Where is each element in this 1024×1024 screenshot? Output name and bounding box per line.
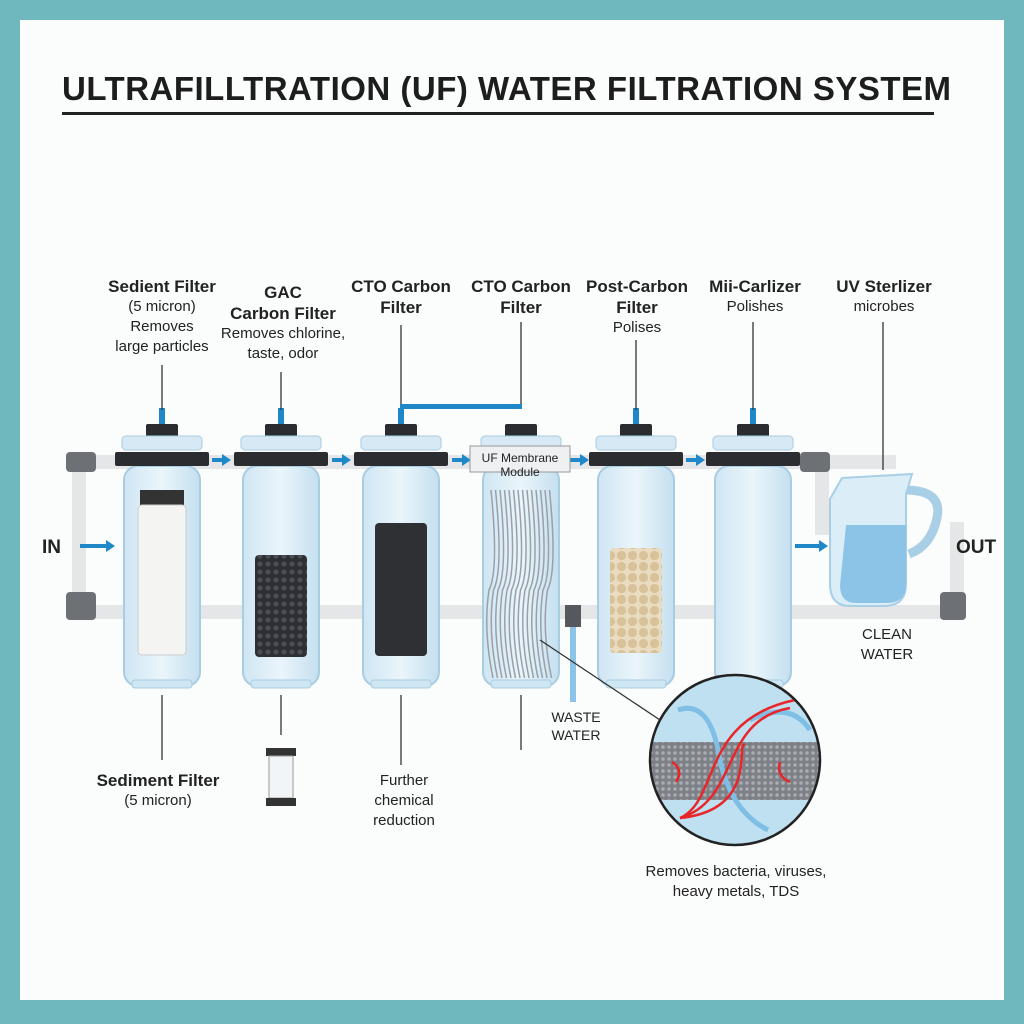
- label-clean-water: CLEAN WATER: [861, 625, 914, 665]
- label-sediment-filter: Sedient Filter (5 micron) Removes large …: [108, 276, 216, 357]
- stage-name: Filter: [616, 298, 658, 317]
- stage-desc: (5 micron): [124, 792, 192, 809]
- stage-name: UV Sterlizer: [836, 277, 932, 296]
- stage-desc: Polishes: [726, 298, 784, 315]
- label-sediment-bottom: Sediment Filter (5 micron): [97, 770, 220, 811]
- stage-name: Post-Carbon: [586, 277, 688, 296]
- uf-module-label-line: Module: [500, 465, 540, 479]
- stage-name: Filter: [380, 298, 422, 317]
- spare-cartridge-icon: [266, 748, 296, 806]
- note-line: chemical: [374, 792, 434, 809]
- stage-name: Sedient Filter: [108, 277, 216, 296]
- stage-desc: microbes: [853, 298, 915, 315]
- label-removes: Removes bacteria, viruses, heavy metals,…: [646, 862, 827, 902]
- note-line: reduction: [373, 812, 435, 829]
- title-underline: [62, 112, 934, 115]
- note-line: Removes bacteria, viruses,: [645, 863, 827, 880]
- stage-desc: Removes: [130, 318, 194, 335]
- stage-name: Mii-Carlizer: [709, 277, 801, 296]
- stage-desc: Removes chlorine,: [220, 325, 346, 342]
- note-line: heavy metals, TDS: [672, 883, 800, 900]
- label-waste-water: WASTE WATER: [551, 708, 600, 744]
- filter-housing-sediment: [115, 408, 209, 689]
- flow-arrows: [80, 454, 828, 552]
- membrane-magnifier: [648, 673, 822, 847]
- stage-name: Carbon Filter: [230, 304, 336, 323]
- stage-name: Sediment Filter: [96, 771, 220, 790]
- label-cto-filter-1: CTO Carbon Filter: [351, 276, 451, 318]
- filter-housing-post-carbon: [589, 408, 683, 689]
- filter-housing-cto-1: [354, 408, 448, 689]
- stage-desc: Polises: [612, 319, 662, 336]
- filter-housing-mineralizer: [706, 408, 800, 689]
- uf-module-label-line: UF Membrane: [481, 451, 559, 465]
- label-cto-filter-2: CTO Carbon Filter: [471, 276, 571, 318]
- label-uv-sterilizer: UV Sterlizer microbes: [836, 276, 931, 317]
- label-further-reduction: Further chemical reduction: [373, 771, 435, 831]
- stage-name: GAC: [264, 283, 302, 302]
- label-gac-filter: GAC Carbon Filter Removes chlorine, tast…: [221, 282, 345, 364]
- note-line: Further: [379, 772, 429, 789]
- uf-module-tag: [469, 445, 571, 473]
- stage-name: Filter: [500, 298, 542, 317]
- stage-name: CTO Carbon: [471, 277, 571, 296]
- out-label: OUT: [956, 537, 997, 558]
- label-mineralizer: Mii-Carlizer Polishes: [709, 276, 801, 317]
- note-line: CLEAN: [861, 626, 913, 643]
- note-line: WATER: [551, 727, 601, 743]
- stage-name: CTO Carbon: [351, 277, 451, 296]
- stage-desc: large particles: [115, 338, 209, 355]
- in-label: IN: [42, 537, 61, 558]
- filter-housing-gac: [234, 408, 328, 689]
- page-title: ULTRAFILLTRATION (UF) WATER FILTRATION S…: [62, 70, 952, 107]
- note-line: WATER: [860, 646, 914, 663]
- pitcher-icon: [829, 472, 943, 607]
- note-line: WASTE: [551, 709, 601, 725]
- uf-module-label: UF Membrane Module: [482, 451, 559, 479]
- stage-desc: taste, odor: [247, 345, 319, 362]
- leader-lines: [161, 322, 884, 765]
- stage-desc: (5 micron): [128, 298, 196, 315]
- label-post-carbon-filter: Post-Carbon Filter Polises: [586, 276, 688, 338]
